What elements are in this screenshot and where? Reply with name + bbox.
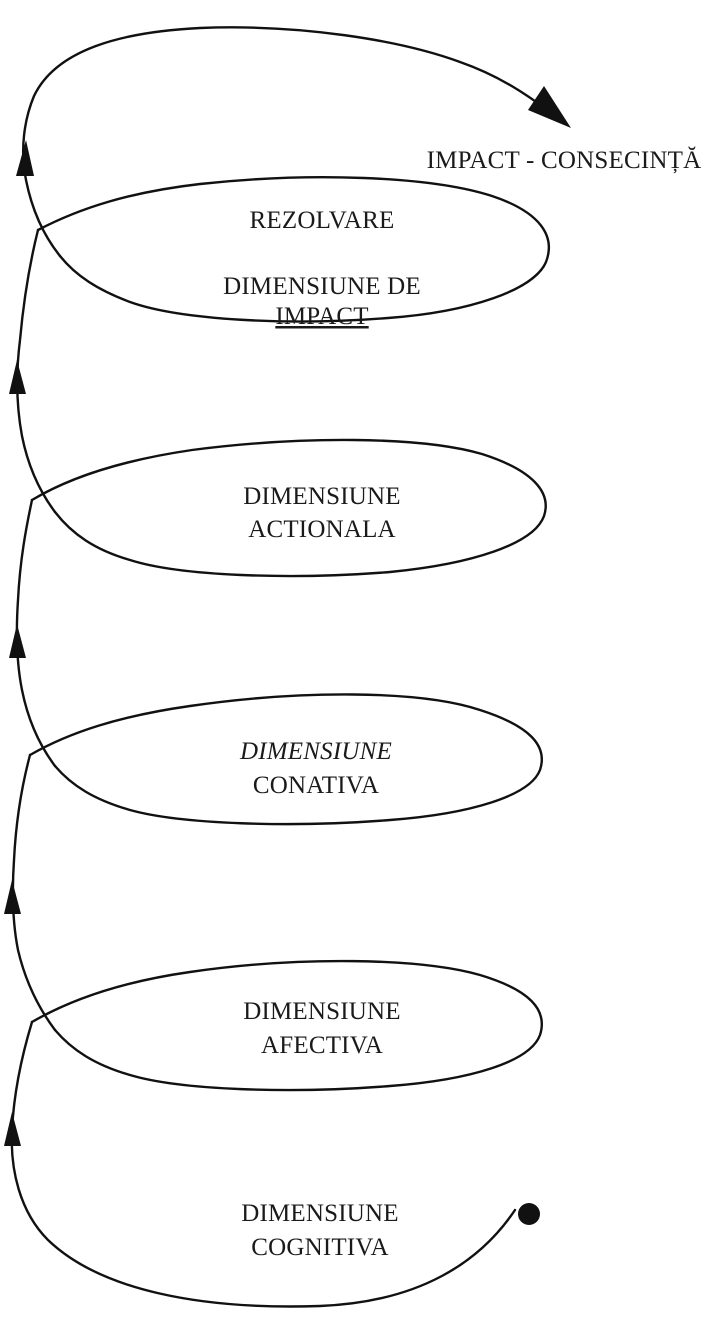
arrow-up-icon	[9, 360, 26, 394]
spiral-back-arc-5	[21, 26, 562, 258]
level-label-line1: DIMENSIUNE DE	[223, 273, 421, 300]
arrow-up-icon	[9, 624, 26, 658]
level-label-line1: DIMENSIUNE	[241, 1200, 399, 1227]
spiral-back-arc-1	[10, 1020, 517, 1308]
level-label-line2: COGNITIVA	[251, 1234, 388, 1261]
spiral-back-arc-2	[11, 753, 57, 1032]
spiral-ring-afectiva	[30, 959, 543, 1092]
spiral-ring-impact	[36, 176, 551, 323]
level-label-line1: DIMENSIUNE	[243, 483, 401, 510]
spiral-back-arc-3	[15, 498, 57, 768]
arrow-up-icon	[4, 880, 21, 914]
level-label-line2: IMPACT	[275, 303, 368, 330]
start-dot-icon	[518, 1203, 540, 1225]
level-label-line1: DIMENSIUNE	[243, 998, 401, 1025]
level-label-line2: AFECTIVA	[261, 1032, 383, 1059]
spiral-back-arc-4	[16, 228, 57, 514]
level-label-line2: CONATIVA	[253, 772, 379, 799]
arrow-right-icon	[528, 86, 571, 128]
arrow-up-icon	[16, 140, 34, 176]
level-label-line2: ACTIONALA	[248, 516, 396, 543]
outcome-label: IMPACT - CONSECINȚĂ	[427, 146, 702, 174]
spiral-ring-conativa	[28, 693, 543, 826]
level-label-rezolvare: REZOLVARE	[250, 207, 395, 234]
spiral-ring-actionala	[30, 438, 547, 578]
level-label-line1: DIMENSIUNE	[239, 738, 392, 765]
arrow-up-icon	[4, 1112, 21, 1146]
